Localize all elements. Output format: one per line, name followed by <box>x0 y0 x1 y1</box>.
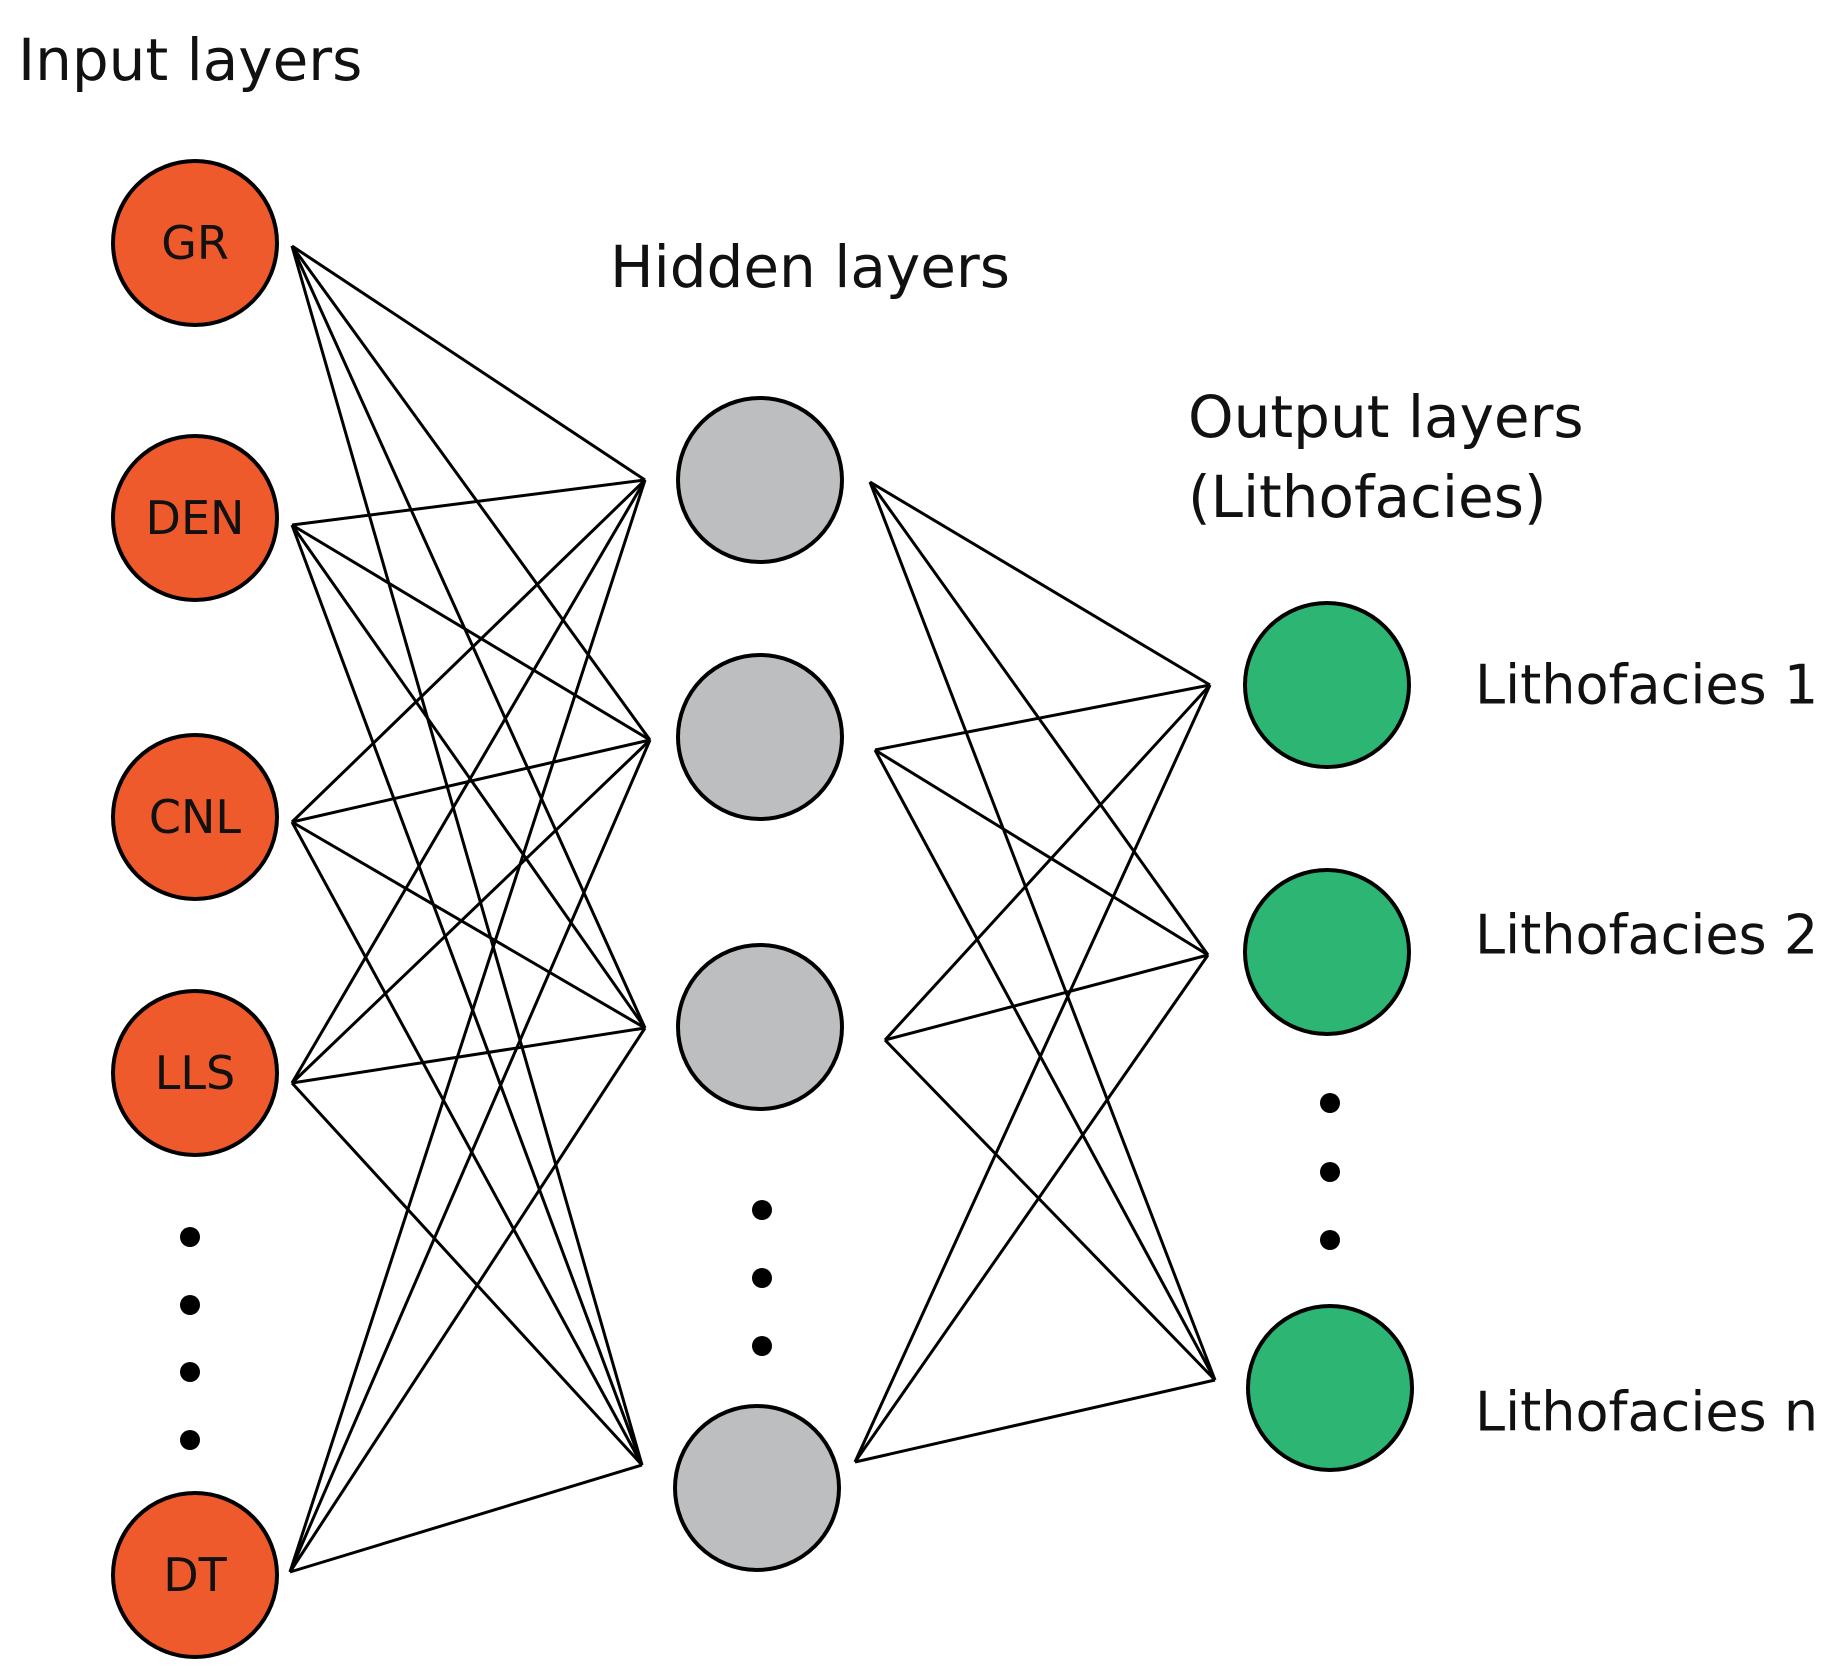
input-node-label: GR <box>161 216 229 270</box>
input-node-label: DT <box>163 1548 227 1602</box>
input-hidden-connection <box>291 1026 646 1085</box>
ellipsis-dot <box>180 1227 200 1247</box>
hidden-node <box>676 943 844 1111</box>
input-node-label: CNL <box>149 790 242 844</box>
hidden-ellipsis <box>752 1200 772 1356</box>
input-hidden-connection <box>291 523 651 742</box>
input-node-den: DEN <box>111 434 279 602</box>
output-node-circle <box>1246 1304 1414 1472</box>
input-hidden-connection <box>289 1463 643 1574</box>
output-layers-title: Output layers <box>1188 383 1584 451</box>
input-hidden-connection <box>290 524 644 1466</box>
hidden-node <box>676 653 844 821</box>
input-node-label: DEN <box>146 491 245 545</box>
output-layer: Lithofacies 1 Lithofacies 2 Lithofacies … <box>1243 601 1818 1472</box>
ellipsis-dot <box>752 1200 772 1220</box>
input-node-label: LLS <box>155 1046 235 1100</box>
ellipsis-dot <box>1320 1093 1340 1113</box>
input-layer: GR DEN CNL LLS DT <box>111 159 279 1659</box>
input-hidden-connection <box>288 1027 647 1573</box>
output-node-label: Lithofacies 2 <box>1475 904 1818 967</box>
hidden-output-connection <box>854 1378 1216 1464</box>
input-hidden-connection <box>288 739 652 1573</box>
hidden-output-connection <box>873 749 1217 1381</box>
input-layers-title: Input layers <box>18 26 362 94</box>
hidden-layers-title: Hidden layers <box>610 233 1010 301</box>
input-hidden-connection <box>290 524 647 1029</box>
input-node-circle <box>111 1491 279 1659</box>
input-node-circle <box>111 989 279 1157</box>
input-node-circle <box>111 159 279 327</box>
hidden-output-connection <box>883 1038 1217 1382</box>
input-node-circle <box>111 733 279 901</box>
hidden-output-connection <box>853 684 1212 1463</box>
ellipsis-dot <box>1320 1230 1340 1250</box>
input-node-cnl: CNL <box>111 733 279 901</box>
input-hidden-connection <box>290 821 644 1466</box>
ellipsis-dot <box>752 1268 772 1288</box>
ellipsis-dot <box>180 1362 200 1382</box>
output-node-2: Lithofacies 2 <box>1243 868 1818 1036</box>
input-hidden-connection <box>290 245 652 741</box>
input-hidden-connection <box>291 244 646 482</box>
output-node-1: Lithofacies 1 <box>1243 601 1818 769</box>
hidden-node <box>676 396 844 564</box>
input-ellipsis <box>180 1227 200 1450</box>
hidden-output-connection <box>868 481 1217 1381</box>
input-hidden-connection <box>291 738 651 824</box>
hidden-node <box>673 1404 841 1572</box>
input-node-lls: LLS <box>111 989 279 1157</box>
input-hidden-connection <box>290 245 644 1466</box>
hidden-output-connection <box>874 748 1209 957</box>
input-hidden-connection <box>290 245 647 1029</box>
output-node-label: Lithofacies 1 <box>1475 654 1818 717</box>
input-hidden-connection <box>290 478 647 824</box>
input-hidden-connection <box>288 479 647 1573</box>
output-node-label: Lithofacies n <box>1475 1381 1818 1444</box>
input-hidden-connection <box>290 1081 644 1467</box>
hidden-output-connection <box>883 683 1212 1042</box>
input-hidden-connection <box>290 738 652 1085</box>
ellipsis-dot <box>1320 1162 1340 1182</box>
connections <box>288 244 1217 1574</box>
input-hidden-connection <box>291 478 646 527</box>
ellipsis-dot <box>752 1336 772 1356</box>
output-node-circle <box>1243 868 1411 1036</box>
input-hidden-connection <box>291 820 646 1030</box>
input-node-gr: GR <box>111 159 279 327</box>
input-node-dt: DT <box>111 1491 279 1659</box>
hidden-output-connection <box>853 954 1210 1463</box>
output-node-n: Lithofacies n <box>1246 1304 1818 1472</box>
output-layers-subtitle: (Lithofacies) <box>1188 463 1547 531</box>
hidden-output-connection <box>874 683 1211 752</box>
hidden-output-connection <box>884 953 1209 1042</box>
output-node-circle <box>1243 601 1411 769</box>
ellipsis-dot <box>180 1430 200 1450</box>
hidden-layer <box>673 396 844 1572</box>
input-hidden-connection <box>290 479 647 1084</box>
ellipsis-dot <box>180 1295 200 1315</box>
output-ellipsis <box>1320 1093 1340 1250</box>
hidden-output-connection <box>869 480 1211 687</box>
input-node-circle <box>111 434 279 602</box>
